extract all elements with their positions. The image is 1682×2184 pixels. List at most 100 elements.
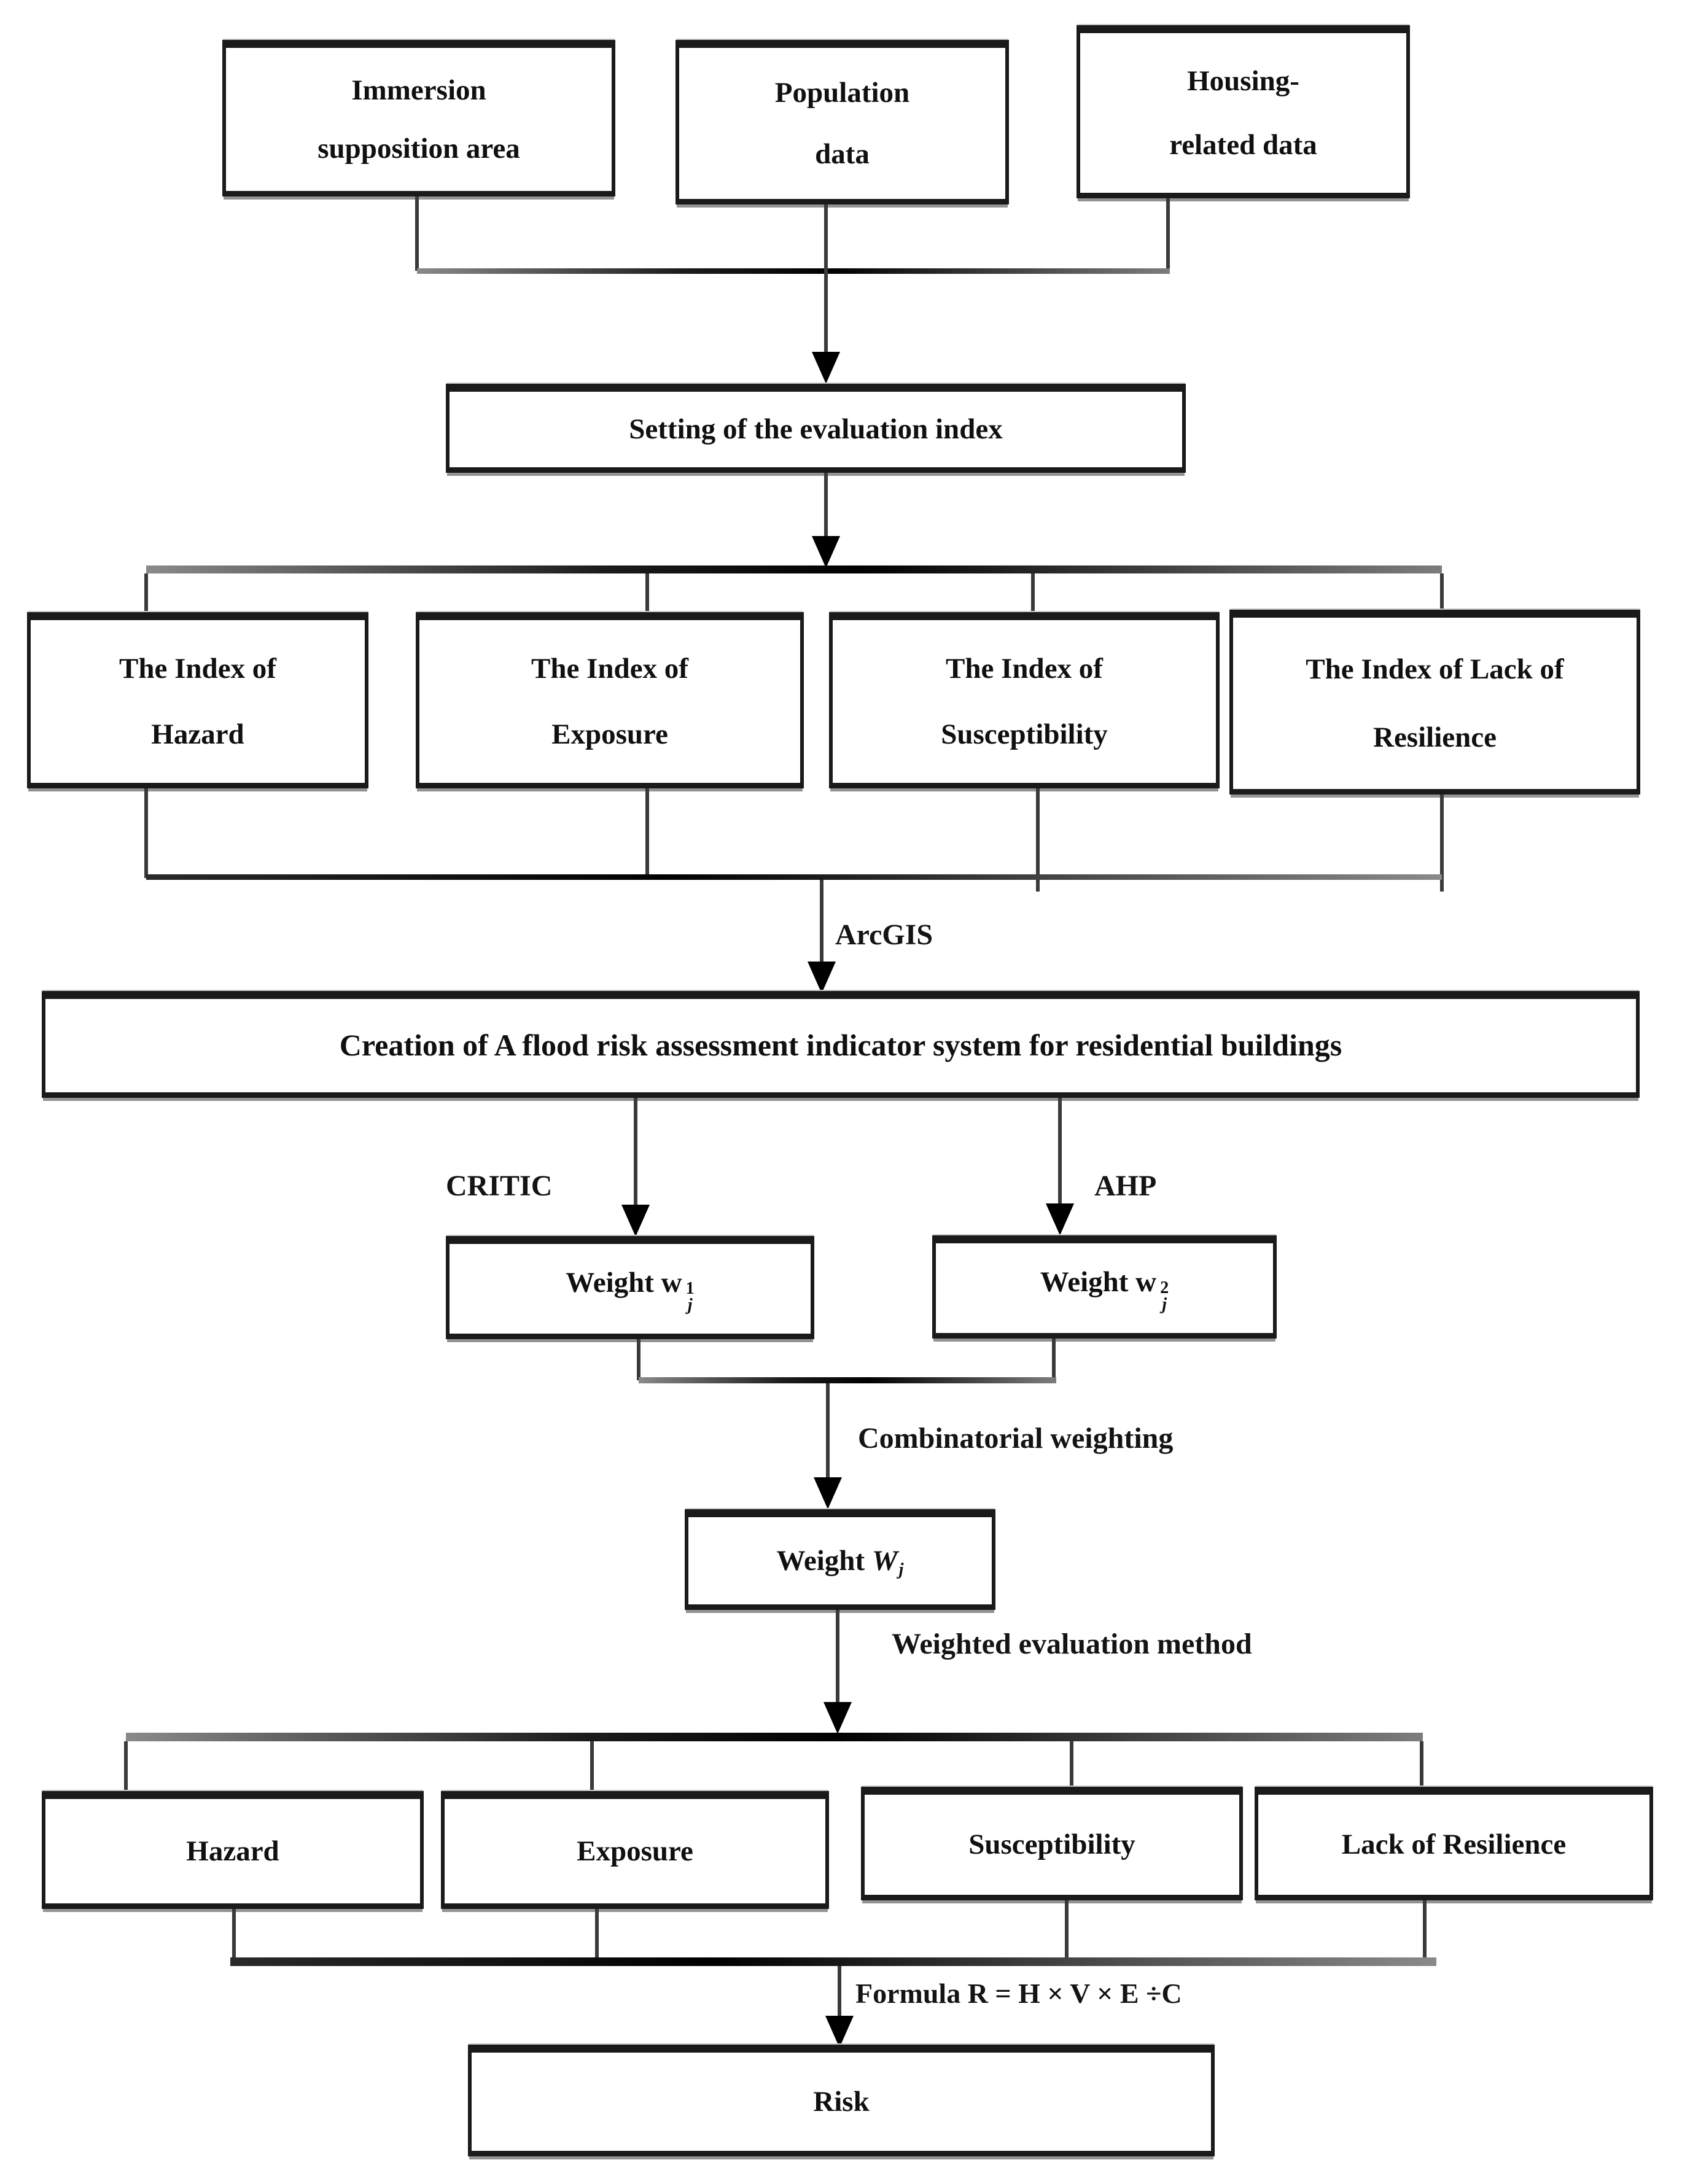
connector-line — [1440, 573, 1444, 610]
connector-line — [417, 268, 1170, 274]
connector-line — [230, 1957, 1436, 1966]
box-risk: Risk — [468, 2045, 1215, 2156]
box-susceptibility: Susceptibility — [861, 1787, 1243, 1900]
connector-line — [590, 1741, 594, 1792]
connector-line — [836, 1610, 839, 1705]
box-line: Hazard — [151, 718, 244, 750]
weight-variable: W — [871, 1544, 898, 1577]
connector-line — [144, 788, 148, 878]
box-line: Exposure — [551, 718, 668, 750]
connector-line — [126, 1733, 1423, 1741]
box-population-data: Population data — [676, 40, 1009, 204]
weight-subscript: j — [1162, 1294, 1167, 1314]
arrow-down-icon — [808, 962, 836, 993]
connector-line — [1058, 1098, 1062, 1208]
weight-superscript: 2 — [1160, 1278, 1169, 1297]
box-index-exposure: The Index of Exposure — [416, 612, 804, 788]
box-line: Creation of A flood risk assessment indi… — [339, 1028, 1342, 1063]
arrow-down-icon — [812, 536, 840, 568]
box-line: data — [815, 138, 870, 170]
connector-line — [645, 573, 649, 612]
arrow-down-icon — [814, 1477, 842, 1509]
arrow-down-icon — [823, 1702, 852, 1734]
box-index-lack-of-resilience: The Index of Lack of Resilience — [1229, 610, 1640, 795]
critic-label: CRITIC — [446, 1170, 553, 1202]
arrow-down-icon — [812, 352, 840, 384]
connector-line — [415, 196, 419, 271]
box-line: Population — [774, 76, 910, 109]
arrow-down-icon — [825, 2016, 854, 2048]
box-index-hazard: The Index of Hazard — [27, 612, 368, 788]
connector-line — [634, 1098, 637, 1208]
formula-label: Formula R = H × V × E ÷C — [855, 1978, 1182, 2009]
box-housing-related-data: Housing- related data — [1077, 25, 1410, 198]
connector-line — [1036, 788, 1040, 892]
box-line: The Index of — [531, 653, 688, 685]
combinatorial-weighting-label: Combinatorial weighting — [858, 1422, 1174, 1455]
box-line: The Index of Lack of — [1306, 653, 1564, 685]
connector-line — [1423, 1900, 1427, 1962]
connector-line — [639, 1377, 1056, 1383]
connector-line — [826, 1383, 830, 1480]
box-line: Susceptibility — [941, 718, 1108, 750]
connector-line — [820, 880, 823, 966]
box-line: related data — [1169, 129, 1317, 161]
connector-line — [637, 1339, 640, 1380]
connector-line — [1420, 1741, 1423, 1787]
box-line: The Index of — [946, 653, 1103, 685]
connector-line — [146, 565, 1442, 573]
connector-line — [232, 1909, 236, 1962]
box-line: Weight Wj — [770, 1544, 909, 1579]
box-lack-of-resilience: Lack of Resilience — [1255, 1787, 1653, 1900]
box-weight-combined: Weight Wj — [685, 1509, 995, 1610]
box-creation-indicator-system: Creation of A flood risk assessment indi… — [42, 991, 1640, 1098]
arrow-down-icon — [1046, 1203, 1074, 1235]
connector-line — [1031, 573, 1035, 612]
connector-line — [1052, 1339, 1056, 1380]
box-exposure: Exposure — [441, 1791, 829, 1909]
weighted-evaluation-method-label: Weighted evaluation method — [892, 1628, 1252, 1660]
box-line: Susceptibility — [968, 1828, 1135, 1861]
connector-line — [838, 1966, 841, 2024]
arrow-down-icon — [621, 1205, 650, 1237]
box-line: Resilience — [1373, 721, 1497, 753]
connector-line — [645, 788, 649, 878]
weight-prefix: Weight w — [566, 1266, 682, 1299]
box-line: Risk — [813, 2085, 870, 2118]
weight-subscript: j — [898, 1560, 904, 1579]
connector-line — [1065, 1900, 1069, 1962]
weight-prefix: Weight w — [1040, 1265, 1157, 1298]
connector-line — [124, 1741, 128, 1792]
connector-line — [144, 573, 148, 612]
weight-superscript: 1 — [685, 1278, 695, 1298]
box-setting-evaluation-index: Setting of the evaluation index — [446, 384, 1186, 473]
box-line: supposition area — [317, 133, 520, 165]
arcgis-label: ArcGIS — [835, 919, 933, 951]
box-line: The Index of — [119, 653, 276, 685]
box-line: Housing- — [1187, 64, 1299, 97]
weight-subscript: j — [687, 1295, 693, 1315]
box-index-susceptibility: The Index of Susceptibility — [829, 612, 1220, 788]
weight-prefix: Weight — [776, 1544, 872, 1577]
box-line: Hazard — [186, 1835, 279, 1867]
ahp-label: AHP — [1094, 1170, 1157, 1202]
box-line: Immersion — [351, 74, 486, 106]
box-hazard: Hazard — [42, 1791, 424, 1909]
connector-line — [824, 473, 828, 539]
connector-line — [1070, 1741, 1073, 1787]
box-line: Lack of Resilience — [1341, 1828, 1567, 1861]
box-line: Setting of the evaluation index — [629, 413, 1003, 446]
connector-line — [595, 1909, 599, 1962]
box-immersion-supposition-area: Immersion supposition area — [222, 40, 615, 196]
connector-line — [146, 874, 1442, 880]
box-line: Exposure — [577, 1835, 693, 1867]
connector-line — [1440, 795, 1444, 892]
connector-line — [824, 204, 828, 354]
